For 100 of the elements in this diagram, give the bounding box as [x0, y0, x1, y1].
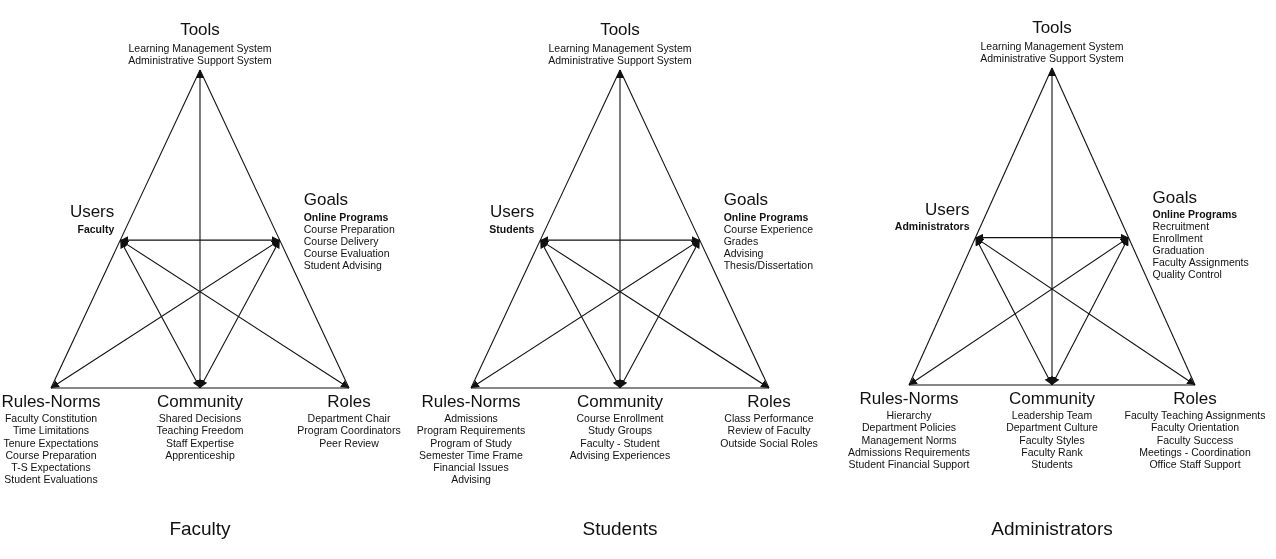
node-item: Faculty Success: [1155, 433, 1235, 446]
node-heading: Users: [924, 199, 970, 220]
node-heading: Tools: [1031, 18, 1073, 39]
arrow: [119, 239, 201, 389]
node-heading: Rules-Norms: [1, 392, 101, 413]
arrow: [974, 237, 1053, 386]
node-heading: Tools: [179, 20, 221, 41]
arrow: [1051, 237, 1130, 386]
connecting-line: [119, 69, 201, 241]
node-item: Quality Control: [1152, 268, 1223, 281]
arrow: [619, 239, 701, 389]
node-item: Department Policies: [861, 421, 957, 434]
arrow: [974, 237, 1196, 386]
node-item: Review of Faculty: [726, 424, 812, 437]
connecting-line: [50, 239, 121, 389]
node-item: Learning Management System: [980, 40, 1124, 53]
node-heading: Community: [1008, 389, 1096, 410]
node-item: Faculty Styles: [1018, 433, 1086, 446]
panel-caption: Students: [582, 518, 658, 540]
node-item: Recruitment: [1152, 220, 1211, 233]
node-item: Admissions Requirements: [848, 445, 970, 458]
arrow: [50, 239, 281, 389]
node-item: Faculty: [76, 222, 115, 235]
connecting-line: [50, 387, 201, 389]
arrow: [119, 239, 350, 389]
node-item: Students: [1031, 457, 1074, 470]
node-heading: Users: [69, 201, 115, 223]
arrow: [470, 239, 701, 389]
node-item: Course Enrollment: [575, 412, 665, 425]
node-item: Course Evaluation: [303, 246, 391, 259]
node-item: Office Staff Support: [1149, 457, 1242, 470]
node-item: Time Limitations: [11, 424, 91, 437]
node-item: Staff Expertise: [164, 436, 236, 449]
node-item: Advising: [723, 246, 765, 259]
node-item: Faculty Assignments: [1152, 256, 1249, 269]
node-item: Online Programs: [1152, 208, 1239, 221]
node-item: Administrative Support System: [548, 54, 692, 67]
node-item: Tenure Expectations: [2, 436, 100, 449]
node-item: Program Requirements: [416, 424, 526, 437]
node-heading: Rules-Norms: [420, 392, 522, 413]
node-item: Student Evaluations: [3, 472, 99, 485]
arrow: [539, 239, 770, 389]
node-item: Admissions: [443, 412, 499, 425]
node-item: Faculty Teaching Assignments: [1124, 409, 1266, 422]
node-item: Course Delivery: [303, 234, 379, 247]
node-item: Learning Management System: [548, 42, 692, 55]
connecting-line: [199, 69, 281, 241]
connecting-line: [470, 387, 621, 389]
node-item: Administrative Support System: [128, 54, 272, 67]
node-heading: Roles: [746, 392, 792, 413]
panel-caption: Faculty: [169, 518, 231, 540]
node-item: Meetings - Coordination: [1138, 445, 1252, 458]
node-item: Department Culture: [1006, 421, 1098, 434]
node-item: Administrators: [894, 219, 970, 232]
node-item: Online Programs: [303, 210, 390, 223]
node-item: Management Norms: [860, 433, 958, 446]
arrow: [199, 239, 281, 389]
node-item: Online Programs: [723, 210, 810, 223]
connecting-line: [470, 239, 541, 389]
node-item: Department Chair: [306, 412, 392, 425]
node-heading: Tools: [599, 20, 641, 41]
connecting-line: [699, 239, 770, 389]
node-item: Outside Social Roles: [720, 436, 818, 449]
connecting-line: [908, 384, 1053, 386]
node-item: Study Groups: [586, 424, 654, 437]
node-item: Advising Experiences: [569, 448, 671, 461]
node-item: Faculty Constitution: [3, 412, 99, 425]
connecting-line: [279, 239, 350, 389]
node-item: Enrollment: [1152, 232, 1204, 245]
node-heading: Roles: [1172, 389, 1218, 410]
node-item: Course Experience: [723, 222, 813, 235]
node-item: Course Preparation: [303, 222, 395, 235]
node-item: Graduation: [1152, 244, 1206, 257]
node-item: Learning Management System: [128, 42, 272, 55]
node-item: Administrative Support System: [980, 52, 1124, 65]
node-item: Class Performance: [723, 412, 815, 425]
node-item: Students: [489, 222, 535, 235]
node-item: Shared Decisions: [157, 412, 243, 425]
node-item: Financial Issues: [432, 460, 510, 473]
arrow: [539, 239, 621, 389]
node-item: Teaching Freedom: [156, 424, 244, 437]
node-heading: Rules-Norms: [858, 389, 960, 410]
node-item: Student Advising: [303, 258, 383, 271]
connecting-line: [1051, 384, 1196, 386]
node-item: Program Coordinators: [297, 424, 401, 437]
connecting-line: [908, 237, 977, 386]
node-heading: Goals: [723, 190, 770, 211]
node-item: Faculty Rank: [1021, 445, 1083, 458]
node-item: Faculty - Student: [579, 436, 661, 449]
node-item: Semester Time Frame: [418, 448, 524, 461]
node-item: Grades: [723, 234, 760, 247]
node-item: Course Preparation: [4, 448, 97, 461]
node-item: Apprenticeship: [164, 448, 236, 461]
node-item: Faculty Orientation: [1149, 421, 1241, 434]
connecting-line: [539, 69, 621, 241]
node-heading: Users: [489, 201, 535, 223]
node-heading: Roles: [326, 392, 372, 413]
panel-caption: Administrators: [991, 518, 1113, 540]
connecting-line: [974, 67, 1053, 239]
node-item: Student Financial Support: [848, 457, 970, 470]
